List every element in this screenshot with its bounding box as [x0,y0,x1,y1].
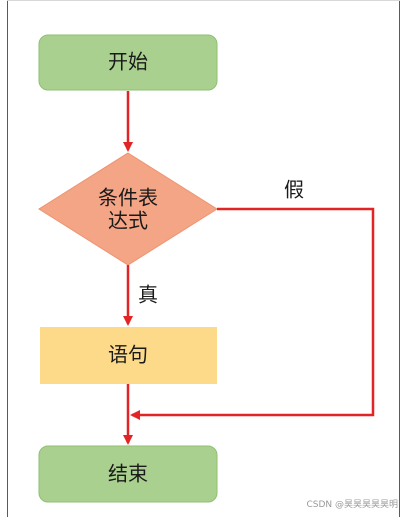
false-label: 假 [284,178,304,202]
start-node-label: 开始 [108,50,148,74]
diagram-frame [7,0,400,517]
watermark: CSDN @昊昊昊昊昊明 [306,500,398,510]
true-label: 真 [138,283,158,307]
false-branch-path [130,207,375,420]
condition-node-label-line1: 条件表 [98,186,158,210]
end-node-label: 结束 [108,462,148,486]
end-node [38,445,218,503]
condition-node-label-line2: 达式 [108,209,148,233]
start-node [38,34,218,91]
statement-node [40,327,217,384]
statement-node-label: 语句 [108,343,148,367]
